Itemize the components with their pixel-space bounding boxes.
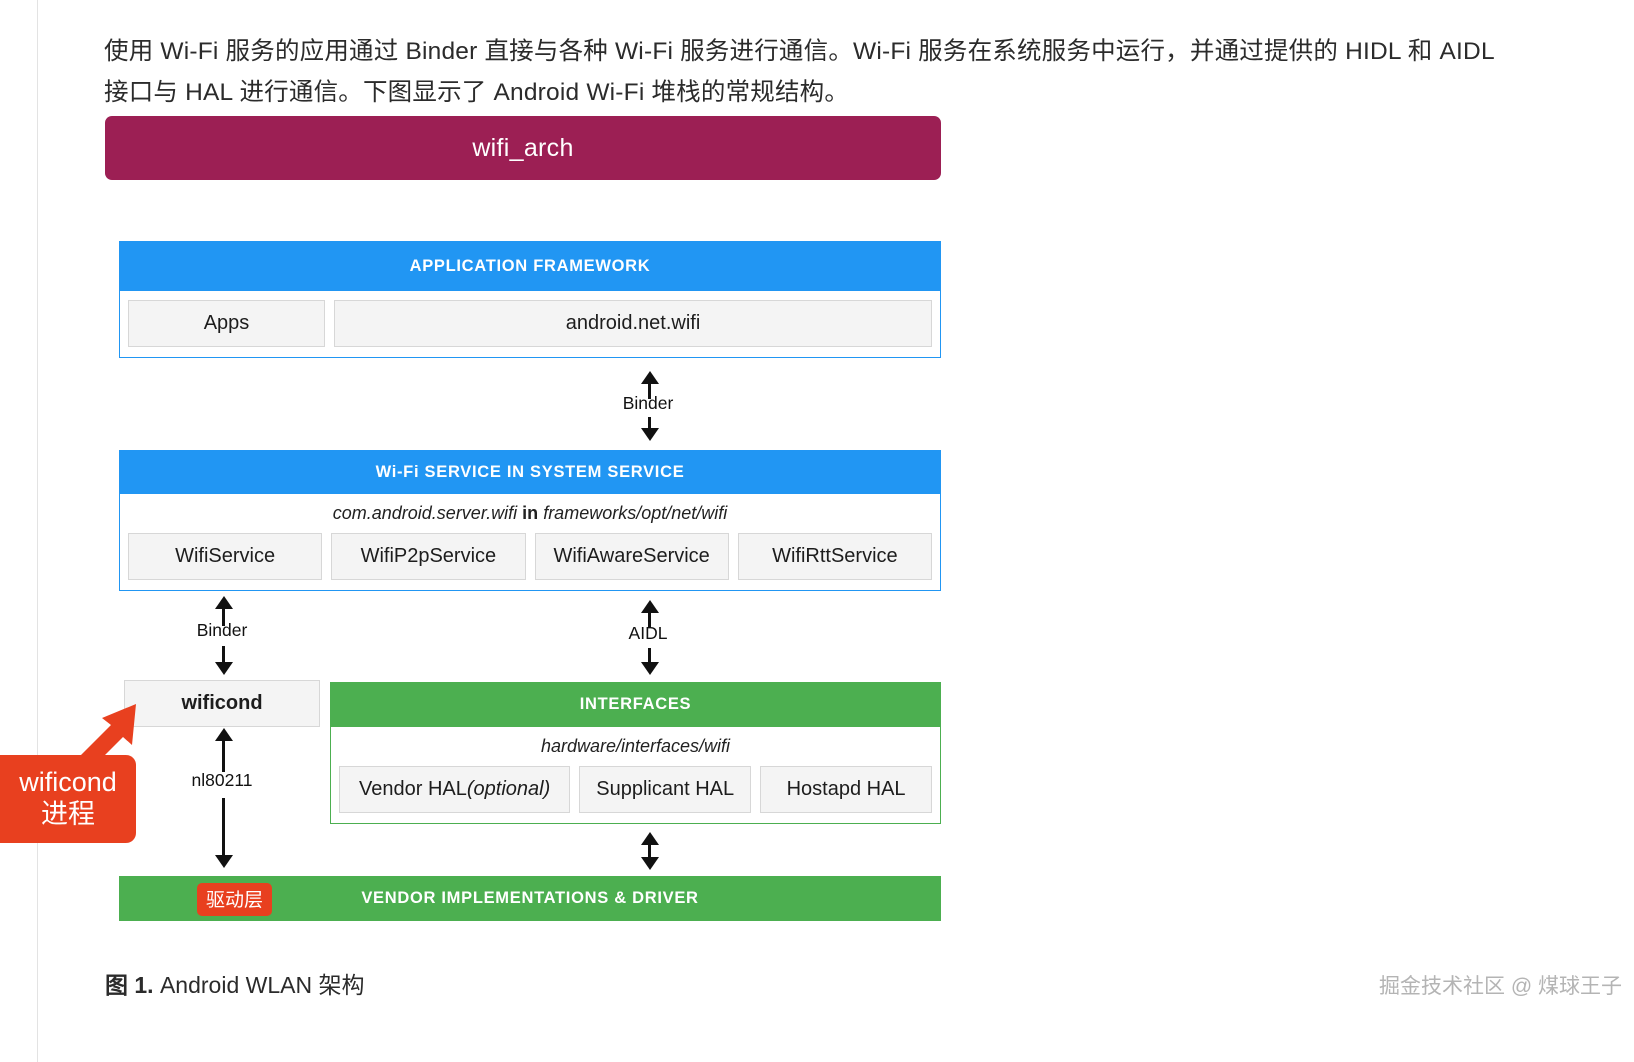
application-framework-chip-row: Apps android.net.wifi xyxy=(120,291,940,357)
arrow-head-up-icon xyxy=(640,600,659,613)
chip-supplicant-hal[interactable]: Supplicant HAL xyxy=(579,766,752,813)
arrow-label-binder: Binder xyxy=(622,393,674,413)
annotation-line-1: wificond xyxy=(19,767,117,798)
application-framework-title: APPLICATION FRAMEWORK xyxy=(119,241,941,291)
arrow-shaft xyxy=(648,383,651,399)
chip-wifip2pservice[interactable]: WifiP2pService xyxy=(331,533,526,580)
chip-wifiawareservice[interactable]: WifiAwareService xyxy=(534,533,729,580)
application-framework-body: Apps android.net.wifi xyxy=(119,291,941,358)
wificond-box-label: wificond xyxy=(181,692,263,714)
arrow-label-aidl: AIDL xyxy=(628,623,668,643)
annotation-arrow-icon xyxy=(78,704,136,770)
wifi-service-body: com.android.server.wifi in frameworks/op… xyxy=(119,494,941,591)
chip-apps[interactable]: Apps xyxy=(128,300,325,347)
vendor-implementations-bar: 驱动层 VENDOR IMPLEMENTATIONS & DRIVER xyxy=(119,876,941,921)
chip-hostapd-hal[interactable]: Hostapd HAL xyxy=(760,766,932,813)
arrow-head-down-icon xyxy=(214,855,233,868)
figure-caption: 图 1. Android WLAN 架构 xyxy=(105,966,364,1000)
watermark: 掘金技术社区 @ 煤球王子 xyxy=(1379,975,1622,998)
vendor-implementations-label: VENDOR IMPLEMENTATIONS & DRIVER xyxy=(361,889,699,907)
arrow-shaft xyxy=(648,417,651,431)
interfaces-chip-row: Vendor HAL (optional) Supplicant HAL Hos… xyxy=(331,757,940,823)
arrow-shaft xyxy=(222,740,225,772)
wifi-arch-banner-label: wifi_arch xyxy=(472,133,574,162)
arrow-shaft xyxy=(648,844,651,858)
arrow-shaft xyxy=(222,646,225,664)
interfaces-block: INTERFACES hardware/interfaces/wifi Vend… xyxy=(330,682,941,824)
arrow-head-up-icon xyxy=(214,728,233,741)
arrow-head-down-icon xyxy=(640,662,659,675)
arrow-label-nl80211: nl80211 xyxy=(191,770,253,790)
arrow-label-binder: Binder xyxy=(196,620,248,640)
chip-android-net-wifi[interactable]: android.net.wifi xyxy=(334,300,932,347)
interfaces-body: hardware/interfaces/wifi Vendor HAL (opt… xyxy=(330,727,941,824)
wifi-service-path-connector: in xyxy=(522,503,539,523)
wifi-service-title: Wi-Fi SERVICE IN SYSTEM SERVICE xyxy=(119,450,941,494)
arrow-head-up-icon xyxy=(640,832,659,845)
arrow-head-down-icon xyxy=(214,662,233,675)
left-margin-rule xyxy=(37,0,38,1062)
wificond-box[interactable]: wificond xyxy=(124,680,320,727)
application-framework-block: APPLICATION FRAMEWORK Apps android.net.w… xyxy=(119,241,941,358)
wifi-service-path: com.android.server.wifi in frameworks/op… xyxy=(120,494,940,524)
figure-number: 图 1. xyxy=(105,972,154,998)
wifi-service-block: Wi-Fi SERVICE IN SYSTEM SERVICE com.andr… xyxy=(119,450,941,591)
chip-vendor-hal[interactable]: Vendor HAL (optional) xyxy=(339,766,571,813)
wificond-annotation-callout: wificond 进程 xyxy=(0,755,136,843)
arrow-shaft xyxy=(648,612,651,628)
figure-caption-text: Android WLAN 架构 xyxy=(153,972,365,998)
arrow-shaft xyxy=(222,798,225,860)
chip-wifiservice[interactable]: WifiService xyxy=(128,533,323,580)
wifi-service-path-prefix: com.android.server.wifi xyxy=(332,503,518,523)
chip-wifirttservice[interactable]: WifiRttService xyxy=(737,533,932,580)
arrow-head-up-icon xyxy=(214,596,233,609)
wifi-service-path-suffix: frameworks/opt/net/wifi xyxy=(543,503,728,523)
interfaces-path: hardware/interfaces/wifi xyxy=(540,736,731,756)
arrow-head-down-icon xyxy=(640,857,659,870)
interfaces-title: INTERFACES xyxy=(330,682,941,727)
chip-vendor-hal-optional: (optional) xyxy=(466,778,551,800)
arrow-head-down-icon xyxy=(640,428,659,441)
arrow-shaft xyxy=(648,648,651,664)
annotation-line-2: 进程 xyxy=(41,799,95,829)
driver-layer-badge: 驱动层 xyxy=(197,883,273,916)
intro-paragraph: 使用 Wi-Fi 服务的应用通过 Binder 直接与各种 Wi-Fi 服务进行… xyxy=(104,37,1494,106)
arrow-shaft xyxy=(222,608,225,626)
wifi-arch-banner: wifi_arch xyxy=(105,116,941,180)
chip-vendor-hal-label: Vendor HAL xyxy=(359,778,467,800)
arrow-head-up-icon xyxy=(640,371,659,384)
wifi-service-chip-row: WifiService WifiP2pService WifiAwareServ… xyxy=(120,524,940,590)
